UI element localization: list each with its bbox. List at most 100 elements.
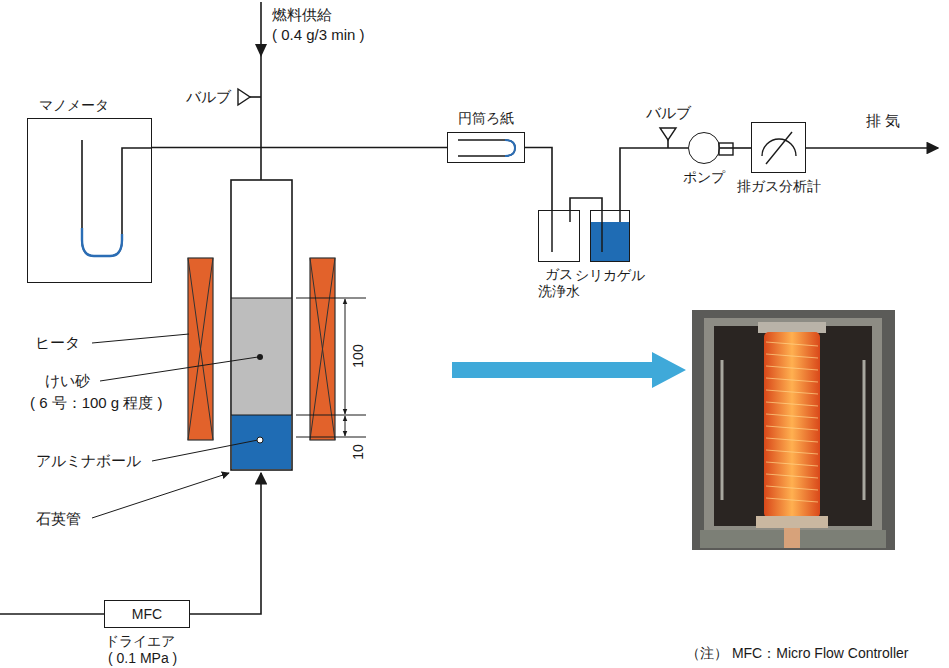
filter-box: 円筒ろ紙 — [447, 132, 525, 163]
valve-stub — [250, 96, 261, 98]
heater-left — [188, 258, 213, 440]
transition-arrow — [452, 352, 686, 388]
extension-line — [296, 298, 366, 299]
label-holder: 10 — [349, 444, 367, 460]
part-label: ポンプ — [683, 169, 725, 185]
dimension-line — [345, 416, 346, 436]
label-holder: 100 — [349, 344, 367, 367]
text-holder: 排ガス分析計 — [737, 177, 821, 195]
dimension-number: 10 — [350, 444, 366, 460]
leader-line — [100, 357, 258, 381]
fuel-pipe — [260, 2, 262, 180]
label-holder: ドライエア — [105, 632, 175, 650]
quartz-tube — [231, 180, 292, 470]
part-label: 排ガス分析計 — [737, 178, 821, 194]
exhaust-line — [806, 147, 938, 149]
dimension-line — [345, 299, 346, 414]
exhaust-label: 排 気 — [866, 112, 900, 129]
silica-gel-fill — [590, 222, 630, 262]
heater-label: ヒータ — [35, 334, 80, 351]
leader-dot — [257, 437, 263, 443]
heater-right — [310, 258, 335, 440]
label-holder: けい砂 — [45, 372, 90, 390]
air-line — [190, 473, 261, 614]
pipe-connector — [620, 148, 688, 210]
text-holder: マノメータ — [39, 96, 109, 114]
thimble-tip — [505, 140, 515, 156]
label-holder: アルミナボール — [36, 452, 141, 470]
part-label: マノメータ — [39, 97, 109, 113]
silica-gel-bottle: シリカゲル — [590, 210, 630, 262]
pipe-connector — [525, 148, 552, 211]
air-line — [0, 613, 104, 615]
valve-label: バルブ — [186, 88, 231, 105]
manometer-box: マノメータ — [27, 118, 152, 283]
mfc-box: MFC — [104, 600, 190, 628]
pipe-connector — [720, 147, 751, 149]
leader-line — [152, 440, 258, 461]
pipe-connector — [570, 198, 602, 210]
dimension-number: 100 — [350, 344, 366, 367]
thimble — [458, 140, 515, 156]
valve-label: バルブ — [646, 104, 691, 121]
leader-dot — [257, 354, 263, 360]
label-holder: ( 0.4 g/3 min ) — [272, 26, 365, 44]
wash-bottle: ガス 洗浄水 — [538, 210, 580, 262]
layer-line — [231, 298, 292, 299]
box-label: MFC — [132, 606, 162, 623]
inlet-tube — [601, 210, 603, 252]
alumina-balls — [232, 415, 291, 469]
part-label: シリカゲル — [575, 267, 645, 283]
valve-symbol — [660, 128, 676, 140]
footnote: （注） MFC：Micro Flow Controller — [686, 645, 908, 661]
pump-outlet — [719, 143, 733, 155]
leader-line — [92, 334, 189, 343]
fuel-arrowhead — [255, 44, 267, 57]
outlet-tube — [619, 210, 621, 222]
u-tube — [82, 140, 152, 256]
silica-sand — [232, 298, 291, 415]
inlet-tube — [551, 210, 553, 252]
fuel-label: 燃料供給 — [272, 6, 332, 23]
text-holder: 円筒ろ紙 — [458, 109, 514, 127]
air-pressure: ( 0.1 MPa ) — [108, 650, 177, 666]
text-holder: シリカゲル — [575, 266, 645, 284]
part-label: ガス 洗浄水 — [537, 266, 581, 300]
gas-analyzer-box: 排ガス分析計 — [751, 122, 806, 173]
label-holder: バルブ — [186, 88, 231, 106]
label-holder: 燃料供給 — [272, 6, 332, 24]
extension-line — [296, 415, 366, 416]
pipe-connector — [152, 147, 447, 149]
text-holder: ポンプ — [683, 168, 725, 186]
air-label: ドライエア — [105, 633, 175, 649]
label-holder: 排 気 — [866, 112, 900, 130]
pump-symbol: ポンプ — [688, 132, 720, 164]
alumina-label: アルミナボール — [36, 452, 141, 469]
label-holder: ( 0.1 MPa ) — [108, 649, 177, 667]
manometer-liquid — [82, 228, 122, 256]
fuel-rate: ( 0.4 g/3 min ) — [272, 26, 365, 43]
outlet-tube — [569, 210, 571, 222]
part-label: 円筒ろ紙 — [458, 110, 514, 126]
sand-note: ( 6 号：100 g 程度 ) — [30, 394, 163, 411]
leader-line — [92, 473, 229, 518]
apparatus-photo — [692, 310, 895, 550]
label-holder: ヒータ — [35, 334, 80, 352]
label-holder: ( 6 号：100 g 程度 ) — [30, 394, 163, 412]
meter-needle — [766, 132, 792, 164]
quartz-tube-label: 石英管 — [36, 510, 81, 527]
extension-line — [296, 437, 366, 438]
sand-label: けい砂 — [45, 372, 90, 389]
layer-line — [231, 415, 292, 416]
text-holder: MFC — [105, 601, 189, 627]
label-holder: バルブ — [646, 104, 691, 122]
valve-symbol — [238, 89, 250, 105]
label-holder: 石英管 — [36, 510, 81, 528]
label-holder: （注） MFC：Micro Flow Controller — [686, 644, 908, 662]
text-holder: ガス 洗浄水 — [537, 266, 581, 300]
